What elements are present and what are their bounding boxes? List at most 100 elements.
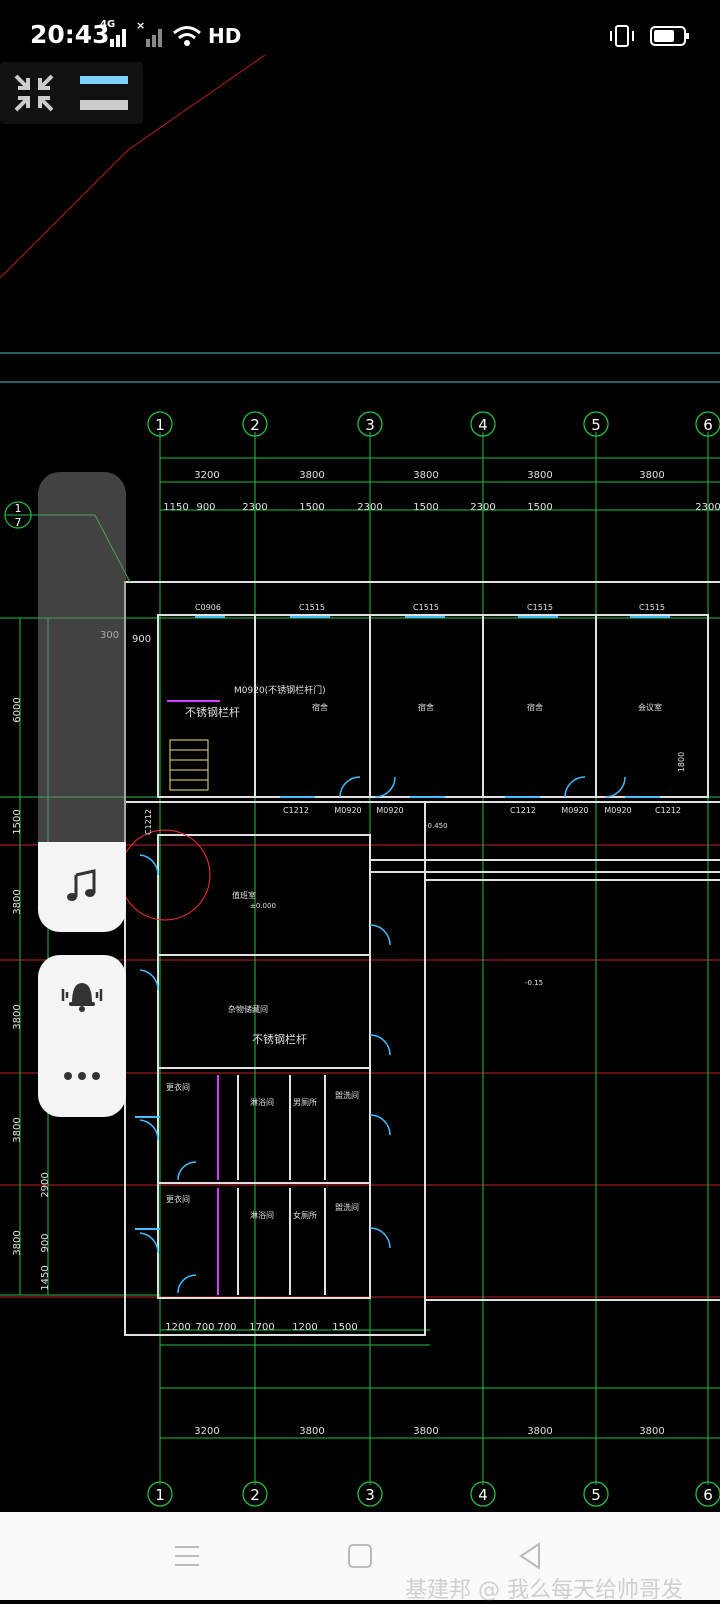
- walls: [124, 581, 720, 1336]
- room-label: 女厕所: [293, 1210, 317, 1220]
- note-text: 1800: [677, 752, 686, 772]
- watermark-text: 基建邦 @ 我么每天给帅哥发: [405, 1578, 683, 1603]
- axis-label: 4: [478, 1486, 488, 1504]
- room-label: 更衣间: [166, 1082, 190, 1092]
- dimension-text: 3200: [194, 470, 219, 481]
- network-type-label: 4G: [100, 19, 116, 30]
- dimension-text: 2300: [242, 502, 267, 513]
- room-label: 宿舍: [312, 702, 328, 712]
- dimension-text: 3800: [639, 470, 664, 481]
- axis-label: 5: [591, 416, 601, 434]
- door-label: M0920: [334, 806, 361, 815]
- dimension-text: 700: [195, 1322, 214, 1333]
- dimension-text: 3800: [527, 470, 552, 481]
- recent-apps-button[interactable]: [163, 1532, 211, 1580]
- dimension-text: 1450: [40, 1265, 51, 1290]
- view-toolbar: [0, 62, 143, 124]
- axis-bubbles-bottom: [147, 1481, 720, 1507]
- axis-label: 3: [365, 1486, 375, 1504]
- axis-label: 1: [155, 1486, 165, 1504]
- collapse-arrows-icon: [14, 74, 54, 112]
- menu-lines-icon: [80, 76, 128, 110]
- ring-volume-button[interactable]: [38, 955, 126, 1036]
- window-label: C1515: [299, 603, 325, 612]
- note-text: 不锈钢栏杆: [185, 705, 240, 719]
- axis-label: 3: [365, 416, 375, 434]
- dimension-lines-top: [160, 457, 720, 1439]
- axis-label: 5: [591, 1486, 601, 1504]
- axis-label: 1: [155, 416, 165, 434]
- more-dots-icon: [64, 1072, 100, 1080]
- room-label: 男厕所: [293, 1097, 317, 1107]
- note-text: 900: [132, 634, 151, 645]
- back-triangle-icon: [519, 1542, 540, 1570]
- dimension-text: 3800: [527, 1426, 552, 1437]
- collapse-button[interactable]: [6, 68, 62, 118]
- room-label: 更衣间: [166, 1194, 190, 1204]
- dimension-text: 1150: [163, 502, 188, 513]
- dimension-text: 1500: [12, 809, 23, 834]
- home-button[interactable]: [336, 1532, 384, 1580]
- dimension-text: 3800: [12, 1004, 23, 1029]
- window-label: C1515: [527, 603, 553, 612]
- volume-slider[interactable]: [38, 472, 126, 842]
- revision-circle: [119, 829, 211, 921]
- signal-4g-icon: 4G: [100, 19, 130, 47]
- status-time: 20:43: [30, 20, 110, 49]
- note-text: -0.450: [425, 822, 448, 830]
- battery-icon: [650, 26, 689, 46]
- back-button[interactable]: [506, 1532, 554, 1580]
- dimension-text: 1200: [165, 1322, 190, 1333]
- dimension-text: 1500: [332, 1322, 357, 1333]
- room-label: 淋浴间: [250, 1097, 274, 1107]
- room-label: 盥洗间: [335, 1202, 359, 1212]
- dimension-text: 2300: [470, 502, 495, 513]
- windows: [135, 616, 670, 1230]
- door-label: M0920: [604, 806, 631, 815]
- dimension-text: 3800: [413, 470, 438, 481]
- dimension-text: 3800: [639, 1426, 664, 1437]
- door-label: M0920: [376, 806, 403, 815]
- room-label: 杂物储藏间: [228, 1004, 268, 1014]
- dimension-text: 3800: [299, 470, 324, 481]
- room-label: 值班室: [232, 890, 256, 900]
- diagonal-line: [0, 149, 129, 279]
- menu-lines-icon: [175, 1546, 199, 1566]
- dimension-text: 1500: [413, 502, 438, 513]
- hd-label: HD: [208, 24, 242, 48]
- room-label: 淋浴间: [250, 1210, 274, 1220]
- axis-label: 4: [478, 416, 488, 434]
- dimension-text: 3800: [12, 1117, 23, 1142]
- room-label: 宿舍: [527, 702, 543, 712]
- dimension-text: 2900: [40, 1172, 51, 1197]
- dimension-text: 3800: [413, 1426, 438, 1437]
- axis-bubbles-top: [147, 411, 720, 437]
- diagonal-line: [127, 54, 266, 151]
- music-note-icon: [67, 869, 96, 901]
- window-label: C1515: [639, 603, 665, 612]
- svg-text:1: 1: [15, 502, 22, 515]
- dimension-text: 2300: [695, 502, 720, 513]
- window-label: C1212: [655, 806, 681, 815]
- home-square-icon: [348, 1544, 372, 1568]
- window-label: C1212: [283, 806, 309, 815]
- axis-label: 2: [250, 1486, 260, 1504]
- dimension-text: 3800: [12, 889, 23, 914]
- dimension-text: 1500: [299, 502, 324, 513]
- room-label: 会议室: [638, 702, 662, 712]
- stair: [169, 739, 209, 791]
- dimension-text: 3800: [12, 1230, 23, 1255]
- wifi-icon: [173, 26, 201, 46]
- more-options-button[interactable]: [38, 1035, 126, 1117]
- note-text: C1212: [144, 809, 153, 835]
- layers-button[interactable]: [76, 68, 132, 118]
- media-volume-button[interactable]: [38, 842, 126, 932]
- bell-vibrate-icon: [61, 983, 103, 1012]
- dimension-text: 900: [40, 1233, 51, 1252]
- room-label: 宿舍: [418, 702, 434, 712]
- dimension-text: 2300: [357, 502, 382, 513]
- window-label: C1515: [413, 603, 439, 612]
- railings: [167, 700, 220, 1295]
- note-text: 不锈钢栏杆: [252, 1032, 307, 1046]
- window-label: C1212: [510, 806, 536, 815]
